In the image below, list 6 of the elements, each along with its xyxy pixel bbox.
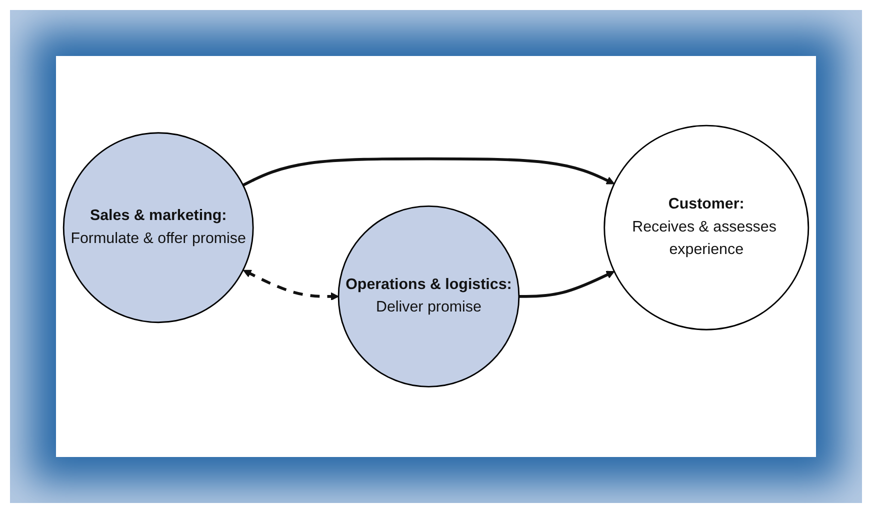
node-circle: Operations & logistics: Deliver promise	[338, 206, 520, 388]
node-circle: Customer: Receives & assesses experience	[604, 125, 810, 331]
arrow	[518, 271, 615, 298]
node-circle: Sales & marketing: Formulate & offer promise	[62, 132, 254, 324]
arrow	[242, 158, 615, 187]
arrow	[243, 270, 339, 301]
